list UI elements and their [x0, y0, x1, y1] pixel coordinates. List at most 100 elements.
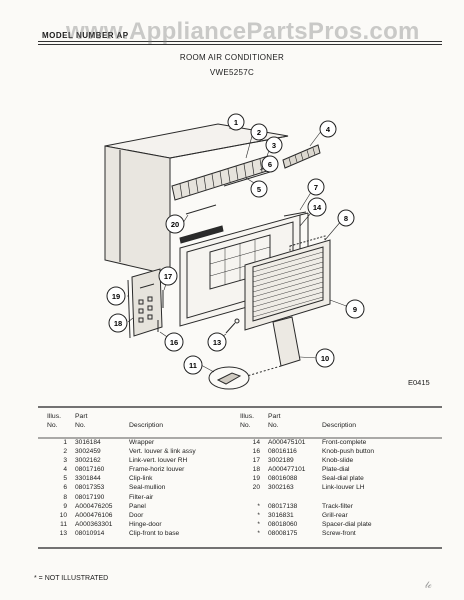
svg-text:2: 2 — [257, 128, 261, 137]
part-number: 3016831 — [268, 511, 294, 519]
header-part-no: No. — [75, 421, 86, 429]
illus-number: * — [257, 502, 260, 510]
callout-2: 2 — [250, 123, 268, 141]
part-description: Spacer-dial plate — [322, 520, 372, 528]
callout-14: 14 — [307, 197, 327, 217]
part-number: 3002459 — [75, 448, 101, 456]
svg-text:20: 20 — [171, 220, 179, 229]
part-description — [322, 493, 324, 502]
part-description: Screw-front — [322, 529, 356, 537]
callout-20: 20 — [165, 214, 185, 234]
part-number: 3301844 — [75, 475, 101, 483]
illus-number: 6 — [63, 484, 67, 492]
callout-4: 4 — [319, 120, 337, 138]
svg-text:7: 7 — [314, 183, 318, 192]
part-description: Frame-horiz louver — [129, 466, 185, 474]
part-number: 08016116 — [268, 448, 297, 456]
header-description: Description — [129, 421, 163, 429]
hinge-detail — [208, 365, 282, 390]
svg-text:5: 5 — [257, 185, 261, 194]
header-part: Part — [268, 413, 281, 420]
svg-text:18: 18 — [114, 319, 122, 328]
part-number: 08017353 — [75, 484, 105, 492]
table-row: 6 08017353 Seal-mullion — [47, 483, 196, 492]
illus-number: * — [257, 529, 260, 537]
watermark: www.AppliancePartsPros.com — [66, 18, 420, 45]
header-illus-no: No. — [47, 421, 58, 429]
part-number: 3016184 — [75, 439, 101, 446]
diagram-code: E0415 — [408, 378, 430, 387]
illus-number: 10 — [59, 511, 67, 519]
part-description: Seal-mullion — [129, 484, 166, 492]
clip-front-to-base — [225, 318, 240, 334]
illus-number: 1 — [63, 439, 67, 446]
part-description: Panel — [129, 502, 146, 510]
footnote: * = NOT ILLUSTRATED — [34, 575, 109, 582]
illus-number: 2 — [63, 448, 67, 456]
mullion-seal — [179, 225, 224, 244]
part-number: A000475101 — [268, 439, 306, 446]
part-number: A000363301 — [75, 520, 113, 528]
part-number: 08008175 — [268, 529, 298, 537]
callout-10: 10 — [315, 348, 335, 368]
link-vert-louver-rh — [223, 171, 271, 187]
part-description: Front-complete — [322, 439, 367, 446]
horizontal-louver-frame — [282, 144, 321, 169]
header-illus: Illus. — [47, 413, 61, 420]
part-number: A000476106 — [75, 511, 113, 519]
dial-plate — [131, 268, 163, 337]
part-number: 3002163 — [268, 484, 294, 492]
control-door — [272, 316, 301, 367]
page-title: ROOM AIR CONDITIONER — [179, 53, 285, 62]
illus-number: 14 — [252, 439, 260, 446]
part-description: Wrapper — [129, 439, 155, 446]
header-illus: Illus. — [240, 413, 254, 420]
callout-7: 7 — [307, 178, 325, 196]
svg-text:16: 16 — [170, 338, 178, 347]
part-number: 08018060 — [268, 520, 298, 528]
table-row: 11 A000363301 Hinge-door — [47, 520, 196, 529]
header-part: Part — [75, 413, 88, 420]
part-description: Seal-dial plate — [322, 475, 364, 483]
svg-text:8: 8 — [344, 214, 348, 223]
callout-5: 5 — [250, 180, 268, 198]
pen-mark: 𝓁𝒸 — [425, 580, 432, 590]
part-description: Hinge-door — [129, 520, 162, 528]
svg-text:1: 1 — [234, 118, 238, 127]
part-description: Track-filter — [322, 502, 353, 510]
table-row — [240, 493, 374, 502]
illus-number: 8 — [63, 493, 67, 501]
model-number: VWE5257C — [209, 68, 255, 77]
part-number: 08016088 — [268, 475, 298, 483]
part-number: 08010914 — [75, 529, 105, 537]
svg-text:3: 3 — [272, 141, 276, 150]
table-row: 14 A000475101 Front-complete — [240, 438, 374, 447]
part-description: Link-louver LH — [322, 484, 365, 492]
part-number: A000477101 — [268, 466, 306, 474]
illus-number: 11 — [60, 520, 67, 528]
part-number: 3002189 — [268, 457, 294, 465]
illus-number: 17 — [252, 457, 260, 465]
part-description: Plate-dial — [322, 466, 350, 474]
callout-11: 11 — [183, 355, 203, 375]
part-number: 3002162 — [75, 457, 101, 465]
callout-9: 9 — [345, 299, 365, 319]
callout-13: 13 — [207, 332, 227, 352]
header-part-no: No. — [268, 421, 279, 429]
part-number: 08017190 — [75, 493, 105, 501]
